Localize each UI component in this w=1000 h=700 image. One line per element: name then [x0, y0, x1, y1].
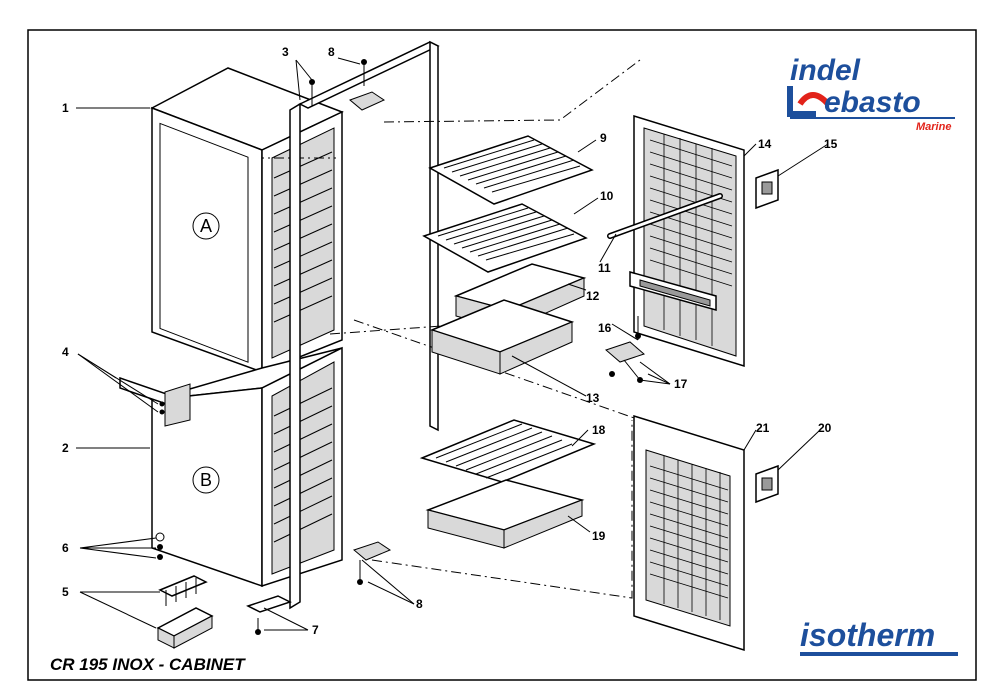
upper-door-handle — [755, 168, 779, 210]
shelf-10 — [422, 203, 588, 273]
callout-14: 14 — [758, 137, 772, 151]
callout-4: 4 — [62, 345, 69, 359]
ice-tray — [156, 575, 214, 649]
callout-18: 18 — [592, 423, 606, 437]
logo-marine-text: Marine — [916, 121, 951, 133]
callout-13: 13 — [586, 391, 600, 405]
callout-2: 2 — [62, 441, 69, 455]
cabinet-a — [150, 67, 344, 374]
callout-16: 16 — [598, 321, 612, 335]
callout-21: 21 — [756, 421, 770, 435]
door-upper — [629, 114, 745, 368]
section-a-label: A — [200, 216, 212, 236]
leader-lines — [76, 57, 829, 631]
bracket-plate — [246, 595, 292, 635]
callout-10: 10 — [600, 189, 614, 203]
feet — [155, 532, 165, 560]
logo-ebasto-text: ebasto — [824, 86, 921, 119]
section-b-label: B — [200, 470, 212, 490]
shelf-9 — [428, 135, 594, 205]
callout-8-bottom: 8 — [416, 597, 423, 611]
isotherm-logo: isotherm — [800, 617, 958, 656]
shelf-18 — [419, 419, 597, 483]
top-hinge — [309, 59, 386, 111]
door-lower — [633, 414, 745, 652]
callout-19: 19 — [592, 529, 606, 543]
callout-1: 1 — [62, 101, 69, 115]
cabinet-a-shelf-rails — [273, 151, 333, 323]
section-a-marker — [192, 212, 220, 240]
cabinet-b-shelf-rails — [273, 387, 333, 543]
lower-door-handle — [755, 464, 779, 504]
section-b-marker — [192, 466, 220, 494]
drawer-19 — [425, 479, 585, 549]
logo-indel-text: indel — [790, 54, 861, 87]
cabinet-a-side-panel — [159, 122, 249, 363]
callout-3: 3 — [282, 45, 289, 59]
callout-5: 5 — [62, 585, 69, 599]
callout-8-top: 8 — [328, 45, 335, 59]
assembly-lines — [329, 59, 641, 599]
callout-20: 20 — [818, 421, 832, 435]
bottom-hinge — [352, 541, 392, 585]
callout-7: 7 — [312, 623, 319, 637]
callout-15: 15 — [824, 137, 838, 151]
indel-webasto-logo: indel ebasto Marine — [787, 54, 955, 133]
logo-isotherm-text: isotherm — [800, 617, 935, 653]
callout-17: 17 — [674, 377, 688, 391]
callout-12: 12 — [586, 289, 600, 303]
drawing-title: CR 195 INOX - CABINET — [50, 655, 246, 674]
callout-6: 6 — [62, 541, 69, 555]
logo-w-mark — [787, 86, 816, 117]
drawer-13 — [429, 299, 575, 375]
callout-11: 11 — [598, 261, 611, 275]
callout-9: 9 — [600, 131, 607, 145]
